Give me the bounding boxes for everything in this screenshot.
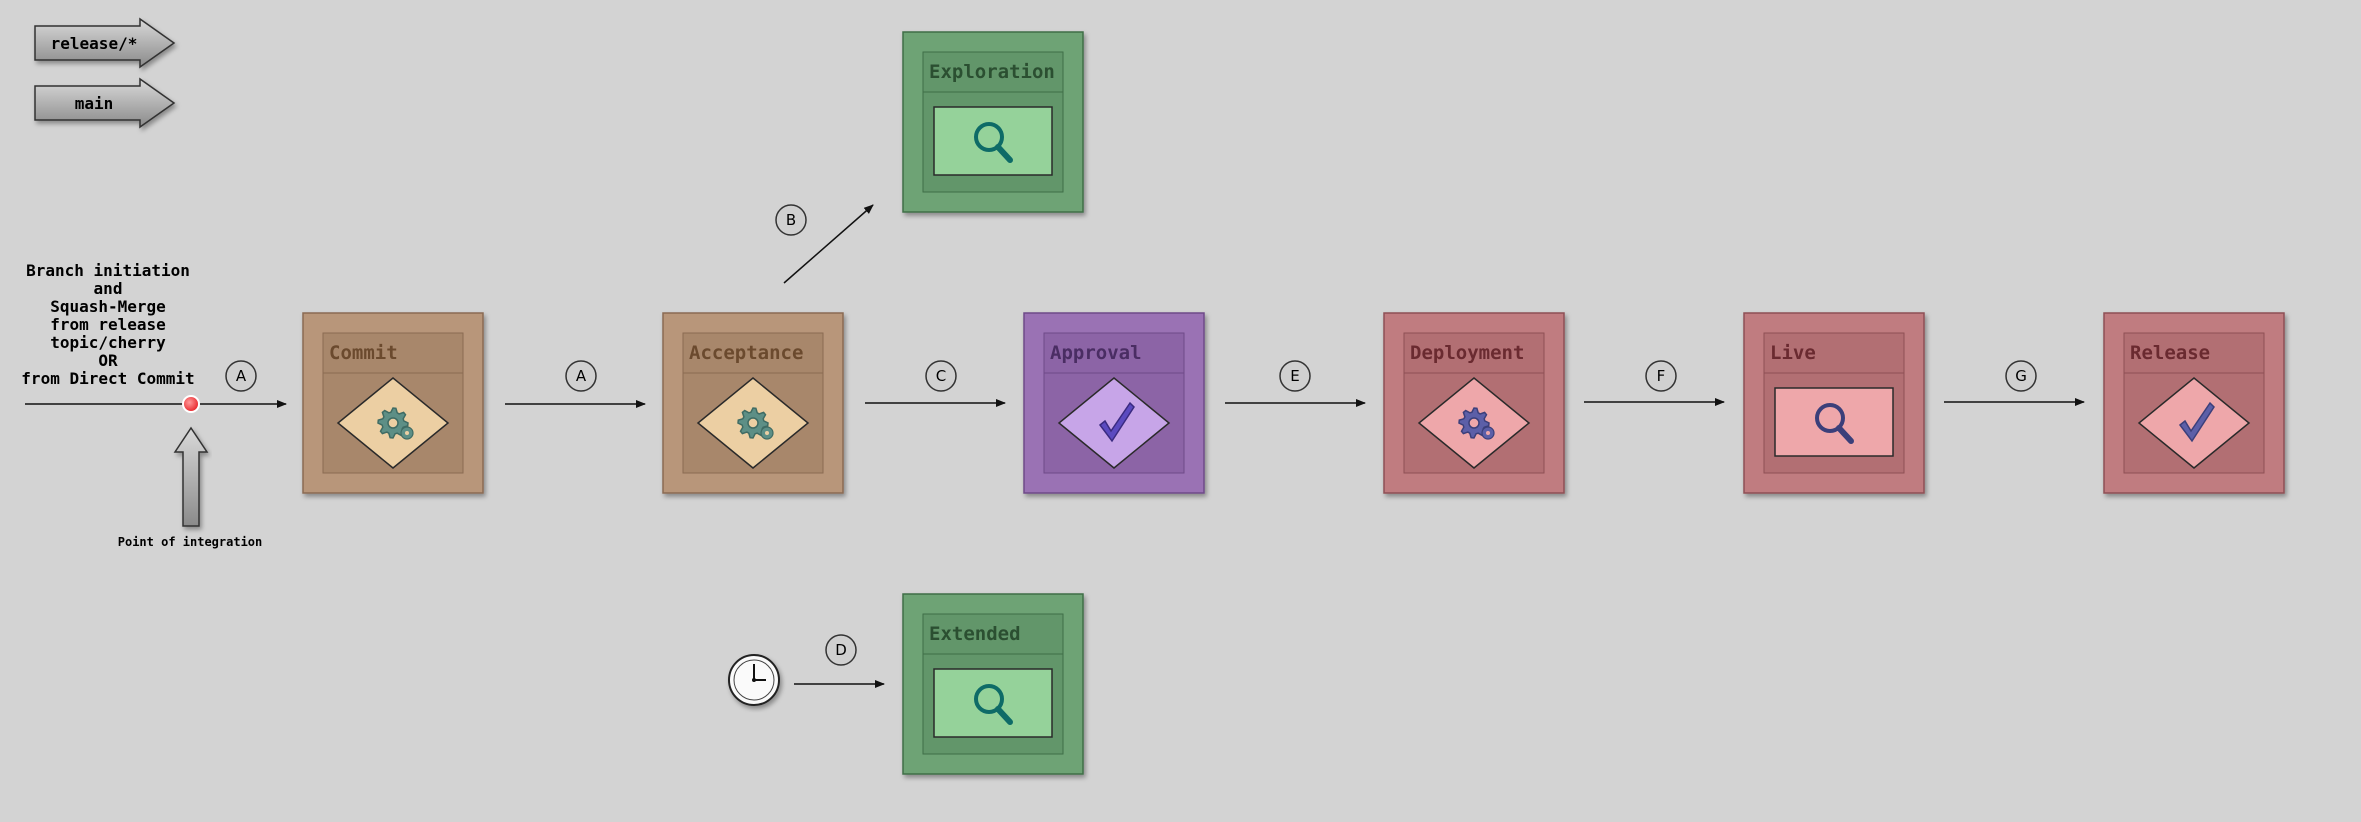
svg-text:B: B	[786, 211, 796, 229]
magnifier-icon	[974, 122, 1013, 163]
stage-extended[interactable]: Extended	[902, 593, 1084, 775]
magnifier-icon	[1815, 403, 1854, 444]
checkmark-icon	[1098, 401, 1135, 443]
transition-label-a2: A	[565, 360, 597, 392]
transition-label-b: B	[775, 204, 807, 236]
stages-layer: Commit Acceptance Approval Deployment Live Re…	[302, 31, 2285, 775]
clock-icon	[728, 654, 780, 706]
transition-label-e: E	[1279, 360, 1311, 392]
svg-text:A: A	[236, 367, 247, 385]
initiation-note: Branch initiation and Squash-Merge from …	[21, 261, 194, 388]
integration-arrow	[173, 426, 209, 527]
integration-label: Point of integration	[118, 535, 263, 549]
stage-title: Deployment	[1410, 342, 1524, 364]
transition-label-a1: A	[225, 360, 257, 392]
stage-release[interactable]: Release	[2103, 312, 2285, 494]
stage-title: Release	[2130, 342, 2210, 364]
icon-panel	[933, 668, 1053, 738]
stage-title: Extended	[929, 623, 1021, 645]
svg-text:Branch initiation: Branch initiation	[26, 261, 190, 280]
gear-icon	[377, 407, 414, 440]
svg-text:C: C	[936, 367, 946, 385]
integration-point	[182, 395, 200, 413]
gear-icon	[1458, 407, 1495, 440]
svg-text:A: A	[576, 367, 587, 385]
stage-title: Live	[1770, 342, 1816, 364]
stage-commit[interactable]: Commit	[302, 312, 484, 494]
branch-main-label: main	[75, 94, 114, 113]
stage-deployment[interactable]: Deployment	[1383, 312, 1565, 494]
svg-text:topic/cherry: topic/cherry	[50, 333, 166, 352]
stage-title: Acceptance	[689, 342, 803, 364]
stage-title: Approval	[1050, 342, 1142, 364]
svg-text:Squash-Merge: Squash-Merge	[50, 297, 166, 316]
svg-text:E: E	[1290, 367, 1299, 385]
svg-text:from release: from release	[50, 315, 166, 334]
transition-label-d: D	[825, 634, 857, 666]
checkmark-icon	[2178, 401, 2215, 443]
svg-text:F: F	[1657, 367, 1666, 385]
branch-main: main	[34, 77, 176, 129]
transition-arrow-b	[783, 204, 874, 284]
svg-text:OR: OR	[98, 351, 118, 370]
stage-title: Commit	[329, 342, 398, 364]
transition-label-f: F	[1645, 360, 1677, 392]
stage-approval[interactable]: Approval	[1023, 312, 1205, 494]
stage-title: Exploration	[929, 61, 1055, 83]
stage-acceptance[interactable]: Acceptance	[662, 312, 844, 494]
svg-text:and: and	[94, 279, 123, 298]
icon-diamond	[2137, 377, 2251, 469]
magnifier-icon	[974, 684, 1013, 725]
icon-panel	[1774, 387, 1894, 457]
svg-text:from Direct Commit: from Direct Commit	[21, 369, 194, 388]
transition-label-c: C	[925, 360, 957, 392]
stage-live[interactable]: Live	[1743, 312, 1925, 494]
icon-diamond	[1057, 377, 1171, 469]
icon-panel	[933, 106, 1053, 176]
transition-label-g: G	[2005, 360, 2037, 392]
gear-icon	[737, 407, 774, 440]
branch-release: release/*	[34, 17, 176, 69]
svg-text:G: G	[2015, 367, 2027, 385]
svg-text:D: D	[835, 641, 847, 659]
branch-release-label: release/*	[51, 34, 138, 53]
stage-exploration[interactable]: Exploration	[902, 31, 1084, 213]
